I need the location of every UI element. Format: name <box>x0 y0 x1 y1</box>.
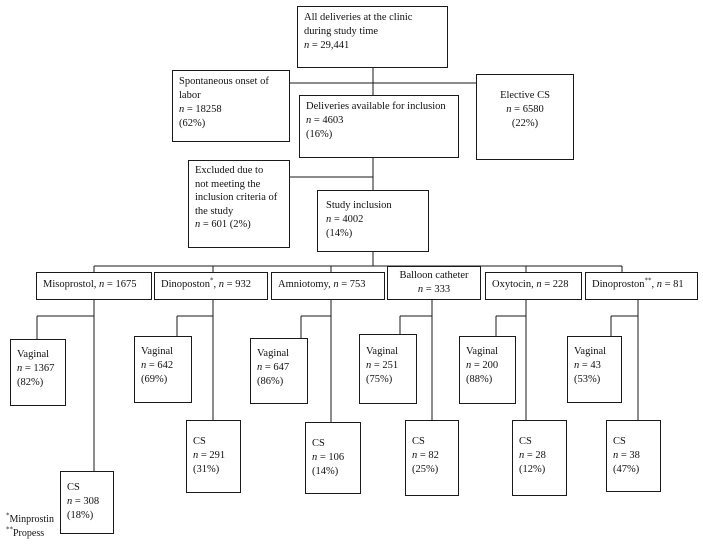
footnote-propess: **Propess <box>6 525 45 539</box>
elective-n: n = 6580 <box>506 104 544 115</box>
elective-line1: Elective CS <box>500 90 550 101</box>
misoprostol-cs-box: CS n = 308 (18%) <box>60 471 114 534</box>
inclusion-pct: (14%) <box>326 228 353 239</box>
excluded-line2: not meeting the <box>195 178 261 190</box>
balloon-cs-box: CS n = 82 (25%) <box>405 420 459 496</box>
method-misoprostol-box: Misoprostol, n = 1675 <box>36 272 152 300</box>
method-dinoproston-box: Dinoproston**, n = 81 <box>585 272 698 300</box>
dinoposton-vaginal-box: Vaginal n = 642 (69%) <box>134 336 192 403</box>
study-inclusion-box: Study inclusion n = 4002 (14%) <box>317 190 429 252</box>
excluded-line4: the study <box>195 205 234 217</box>
method-oxytocin-box: Oxytocin, n = 228 <box>485 272 582 300</box>
inclusion-n: n = 4002 <box>326 214 364 225</box>
total-deliveries-n: n = 29,441 <box>304 40 350 51</box>
balloon-vaginal-box: Vaginal n = 251 (75%) <box>359 334 417 404</box>
excluded-n: n = 601 (2%) <box>195 219 251 230</box>
total-deliveries-line2: during study time <box>304 26 379 37</box>
inclusion-line1: Study inclusion <box>326 200 392 211</box>
footnote-minprostin: *Minprostin <box>6 511 54 525</box>
spontaneous-line2: labor <box>179 90 201 101</box>
excluded-box: Excluded due to not meeting the inclusio… <box>188 160 290 248</box>
amniotomy-vaginal-box: Vaginal n = 647 (86%) <box>250 338 308 404</box>
total-deliveries-line1: All deliveries at the clinic <box>304 12 413 23</box>
dinoproston-vaginal-box: Vaginal n = 43 (53%) <box>567 336 622 403</box>
spontaneous-line1: Spontaneous onset of <box>179 76 269 87</box>
spontaneous-onset-box: Spontaneous onset of labor n = 18258 (62… <box>172 70 290 142</box>
total-deliveries-box: All deliveries at the clinic during stud… <box>297 6 448 68</box>
deliveries-available-box: Deliveries available for inclusion n = 4… <box>299 95 459 158</box>
elective-pct: (22%) <box>511 118 539 129</box>
available-n: n = 4603 <box>306 115 344 126</box>
excluded-line3: inclusion criteria of <box>195 192 278 203</box>
amniotomy-cs-box: CS n = 106 (14%) <box>305 422 361 494</box>
spontaneous-n: n = 18258 <box>179 104 222 115</box>
oxytocin-cs-box: CS n = 28 (12%) <box>512 420 567 496</box>
dinoproston-cs-box: CS n = 38 (47%) <box>606 420 661 492</box>
method-dinoposton-box: Dinoposton*, n = 932 <box>154 272 268 300</box>
dinoposton-cs-box: CS n = 291 (31%) <box>186 420 241 493</box>
spontaneous-pct: (62%) <box>179 118 206 129</box>
excluded-line1: Excluded due to <box>195 165 264 176</box>
method-balloon-catheter-box: Balloon catheter n = 333 <box>387 266 481 300</box>
elective-cs-box: Elective CS n = 6580 (22%) <box>476 74 574 160</box>
method-amniotomy-box: Amniotomy, n = 753 <box>271 272 385 300</box>
available-line1: Deliveries available for inclusion <box>306 101 446 112</box>
available-pct: (16%) <box>306 129 333 140</box>
misoprostol-vaginal-box: Vaginal n = 1367 (82%) <box>10 339 66 406</box>
oxytocin-vaginal-box: Vaginal n = 200 (88%) <box>459 336 516 404</box>
